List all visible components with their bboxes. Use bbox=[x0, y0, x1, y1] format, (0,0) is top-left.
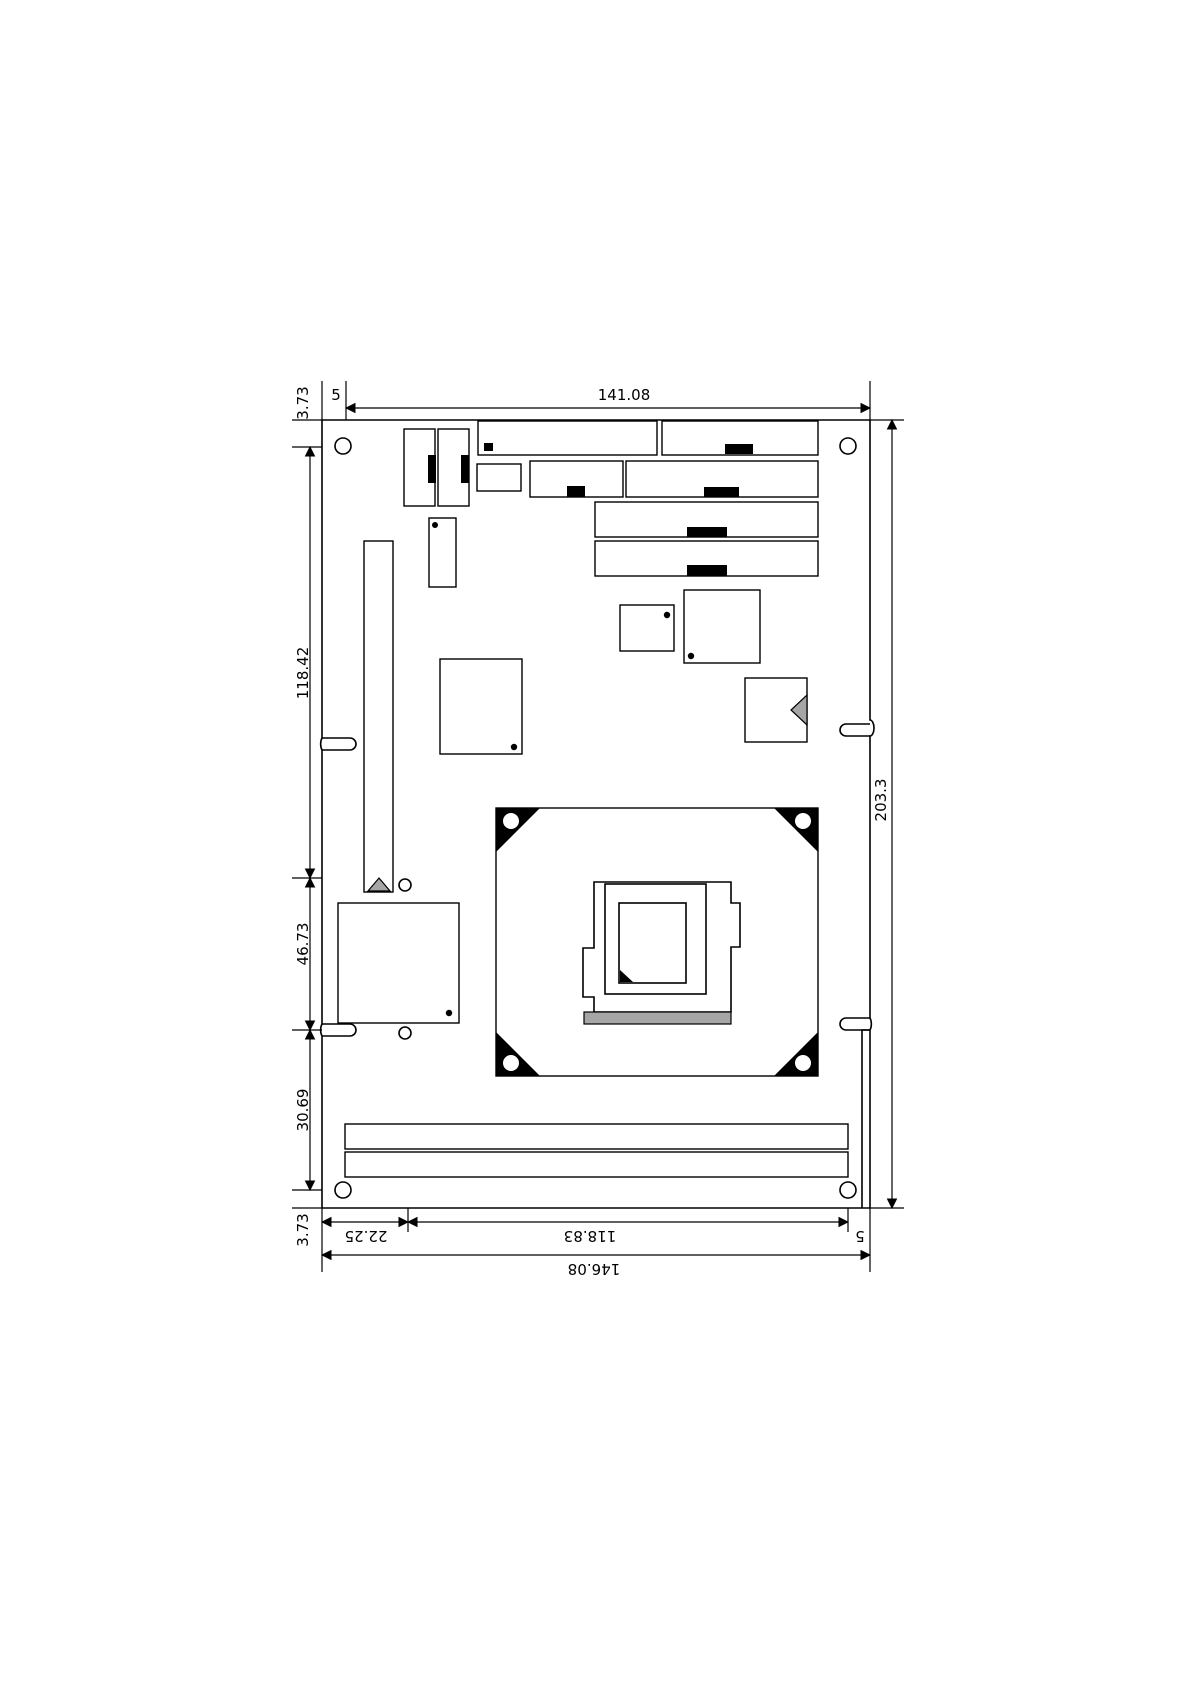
vertical-header-left bbox=[404, 429, 436, 506]
dim-bottom-right-offset: 5 bbox=[855, 1227, 865, 1245]
memory-slot-2 bbox=[345, 1152, 848, 1177]
chip-c bbox=[440, 659, 522, 754]
dim-left-lower-height: 30.69 bbox=[294, 1089, 312, 1132]
mounting-hole-top-right bbox=[840, 438, 856, 454]
connector-6 bbox=[595, 541, 818, 576]
dim-bottom-middle-width: 118.83 bbox=[564, 1227, 617, 1245]
cpu-socket-area bbox=[496, 808, 818, 1076]
expansion-slot bbox=[364, 541, 393, 892]
small-ic bbox=[429, 518, 456, 587]
dim-top-left-offset: 5 bbox=[331, 386, 341, 404]
slot-hole-lower bbox=[399, 1027, 411, 1039]
memory-slot-1 bbox=[345, 1124, 848, 1149]
chip-a bbox=[620, 605, 674, 651]
connector-5 bbox=[595, 502, 818, 537]
dim-top-width: 141.08 bbox=[598, 386, 651, 404]
dim-bottom-total-width: 146.08 bbox=[568, 1260, 621, 1278]
chip-b bbox=[684, 590, 760, 663]
mounting-hole-top-left bbox=[335, 438, 351, 454]
vertical-header-right bbox=[438, 429, 469, 506]
dim-bottom-left-width: 22.25 bbox=[345, 1227, 388, 1245]
dim-right-total-height: 203.3 bbox=[872, 779, 890, 822]
mounting-hole-bottom-left bbox=[335, 1182, 351, 1198]
dim-top-edge-offset: 3.73 bbox=[294, 386, 312, 419]
slot-hole-upper bbox=[399, 879, 411, 891]
connector-3 bbox=[530, 461, 623, 497]
mounting-hole-bottom-right bbox=[840, 1182, 856, 1198]
top-connector-1 bbox=[478, 421, 657, 455]
small-component bbox=[477, 464, 521, 491]
connector-4 bbox=[626, 461, 818, 497]
dim-left-middle-height: 46.73 bbox=[294, 923, 312, 966]
chip-d bbox=[338, 903, 459, 1023]
dim-bottom-edge-offset: 3.73 bbox=[294, 1213, 312, 1246]
dim-left-upper-height: 118.42 bbox=[294, 647, 312, 700]
battery-holder bbox=[745, 678, 807, 742]
top-connector-2 bbox=[662, 421, 818, 455]
